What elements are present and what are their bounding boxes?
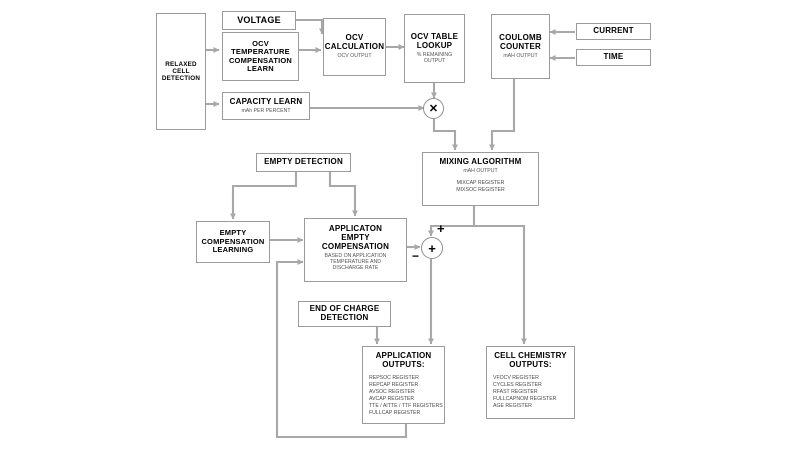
node-ocv-temperature-compensation-learn[interactable]: OCV TEMPERATURE COMPENSATION LEARN [222, 32, 299, 81]
register-item: RFAST REGISTER [493, 388, 538, 395]
node-mixing-algorithm[interactable]: MIXING ALGORITHM mAH OUTPUT MIXCAP REGIS… [422, 152, 539, 206]
sum-minus-sign: − [412, 249, 420, 263]
register-item: VFOCV REGISTER [493, 374, 539, 381]
node-cell-chemistry-outputs[interactable]: CELL CHEMISTRY OUTPUTS: VFOCV REGISTER C… [486, 346, 575, 419]
multiply-junction[interactable]: ✕ [423, 98, 444, 119]
multiply-icon: ✕ [428, 103, 439, 115]
empty-detection-title: EMPTY DETECTION [264, 157, 343, 167]
ocv-calculation-subtitle: OCV OUTPUT [337, 53, 372, 60]
register-item: TTE / AITTE / TTF REGISTERS [369, 402, 443, 409]
register-item: MIXSOC REGISTER [456, 187, 505, 194]
node-end-of-charge-detection[interactable]: END OF CHARGE DETECTION [298, 301, 391, 327]
sum-junction[interactable]: + [421, 237, 443, 259]
ocv-calculation-title: OCV CALCULATION [324, 33, 385, 52]
capacity-learn-title: CAPACITY LEARN [229, 96, 303, 106]
node-ocv-table-lookup[interactable]: OCV TABLE LOOKUP % REMAINING OUTPUT [404, 14, 465, 83]
time-title: TIME [603, 52, 624, 62]
register-item: AVCAP REGISTER [369, 395, 415, 402]
node-empty-compensation-learning[interactable]: EMPTY COMPENSATION LEARNING [196, 221, 270, 263]
node-coulomb-counter[interactable]: COULOMB COUNTER mAH OUTPUT [491, 14, 550, 79]
plus-icon: + [428, 240, 436, 256]
cell-chemistry-outputs-registers: VFOCV REGISTER CYCLES REGISTER RFAST REG… [487, 375, 574, 410]
register-item: FULLCAPNOM REGISTER [493, 395, 557, 402]
node-capacity-learn[interactable]: CAPACITY LEARN mAh PER PERCENT [222, 92, 310, 120]
voltage-title: VOLTAGE [237, 15, 281, 26]
node-time[interactable]: TIME [576, 49, 651, 66]
node-relaxed-cell-detection[interactable]: RELAXED CELL DETECTION [156, 13, 206, 130]
application-empty-compensation-subtitle: BASED ON APPLICATION TEMPERATURE AND DIS… [324, 252, 387, 272]
mixing-algorithm-title: MIXING ALGORITHM [439, 157, 522, 166]
cell-chemistry-outputs-title: CELL CHEMISTRY OUTPUTS: [494, 351, 567, 369]
register-item: CYCLES REGISTER [493, 381, 542, 388]
node-ocv-calculation[interactable]: OCV CALCULATION OCV OUTPUT [323, 18, 386, 76]
application-empty-compensation-title: APPLICATON EMPTY COMPENSATION [321, 224, 390, 251]
register-item: MIXCAP REGISTER [456, 180, 505, 187]
register-item: REPSOC REGISTER [369, 374, 419, 381]
empty-compensation-learning-title: EMPTY COMPENSATION LEARNING [201, 228, 265, 255]
node-application-empty-compensation[interactable]: APPLICATON EMPTY COMPENSATION BASED ON A… [304, 218, 407, 282]
register-item: AGE REGISTER [493, 402, 532, 409]
register-item: REPCAP REGISTER [369, 381, 419, 388]
node-application-outputs[interactable]: APPLICATION OUTPUTS: REPSOC REGISTER REP… [362, 346, 445, 424]
register-item: AVSOC REGISTER [369, 388, 415, 395]
wire-voltage-to-ocvcalc [296, 18, 325, 35]
wire-emptydet-to-learning [230, 172, 298, 220]
register-item: FULLCAP REGISTER [369, 409, 421, 416]
sum-plus-sign: + [437, 221, 445, 236]
relaxed-cell-detection-title: RELAXED CELL DETECTION [161, 60, 201, 83]
node-voltage[interactable]: VOLTAGE [222, 11, 296, 30]
coulomb-counter-title: COULOMB COUNTER [499, 32, 542, 51]
mixing-algorithm-subtitle: mAH OUTPUT [463, 167, 498, 174]
capacity-learn-subtitle: mAh PER PERCENT [241, 107, 291, 114]
ocv-temperature-compensation-learn-title: OCV TEMPERATURE COMPENSATION LEARN [228, 38, 293, 73]
end-of-charge-detection-title: END OF CHARGE DETECTION [309, 304, 380, 322]
wire-emptydet-to-appcomp [328, 172, 358, 217]
ocv-table-lookup-subtitle: % REMAINING OUTPUT [416, 51, 453, 64]
node-empty-detection[interactable]: EMPTY DETECTION [256, 153, 351, 172]
current-title: CURRENT [593, 26, 634, 36]
node-current[interactable]: CURRENT [576, 23, 651, 40]
ocv-table-lookup-title: OCV TABLE LOOKUP [410, 31, 459, 50]
wire-multiply-to-mixing [432, 119, 458, 151]
application-outputs-title: APPLICATION OUTPUTS: [375, 351, 432, 369]
wire-mixing-to-cellchem [474, 224, 527, 345]
mixing-algorithm-registers: MIXCAP REGISTER MIXSOC REGISTER [423, 180, 538, 194]
wire-coulomb-to-mixing [489, 79, 516, 151]
coulomb-counter-subtitle: mAH OUTPUT [503, 52, 538, 59]
application-outputs-registers: REPSOC REGISTER REPCAP REGISTER AVSOC RE… [363, 375, 444, 417]
